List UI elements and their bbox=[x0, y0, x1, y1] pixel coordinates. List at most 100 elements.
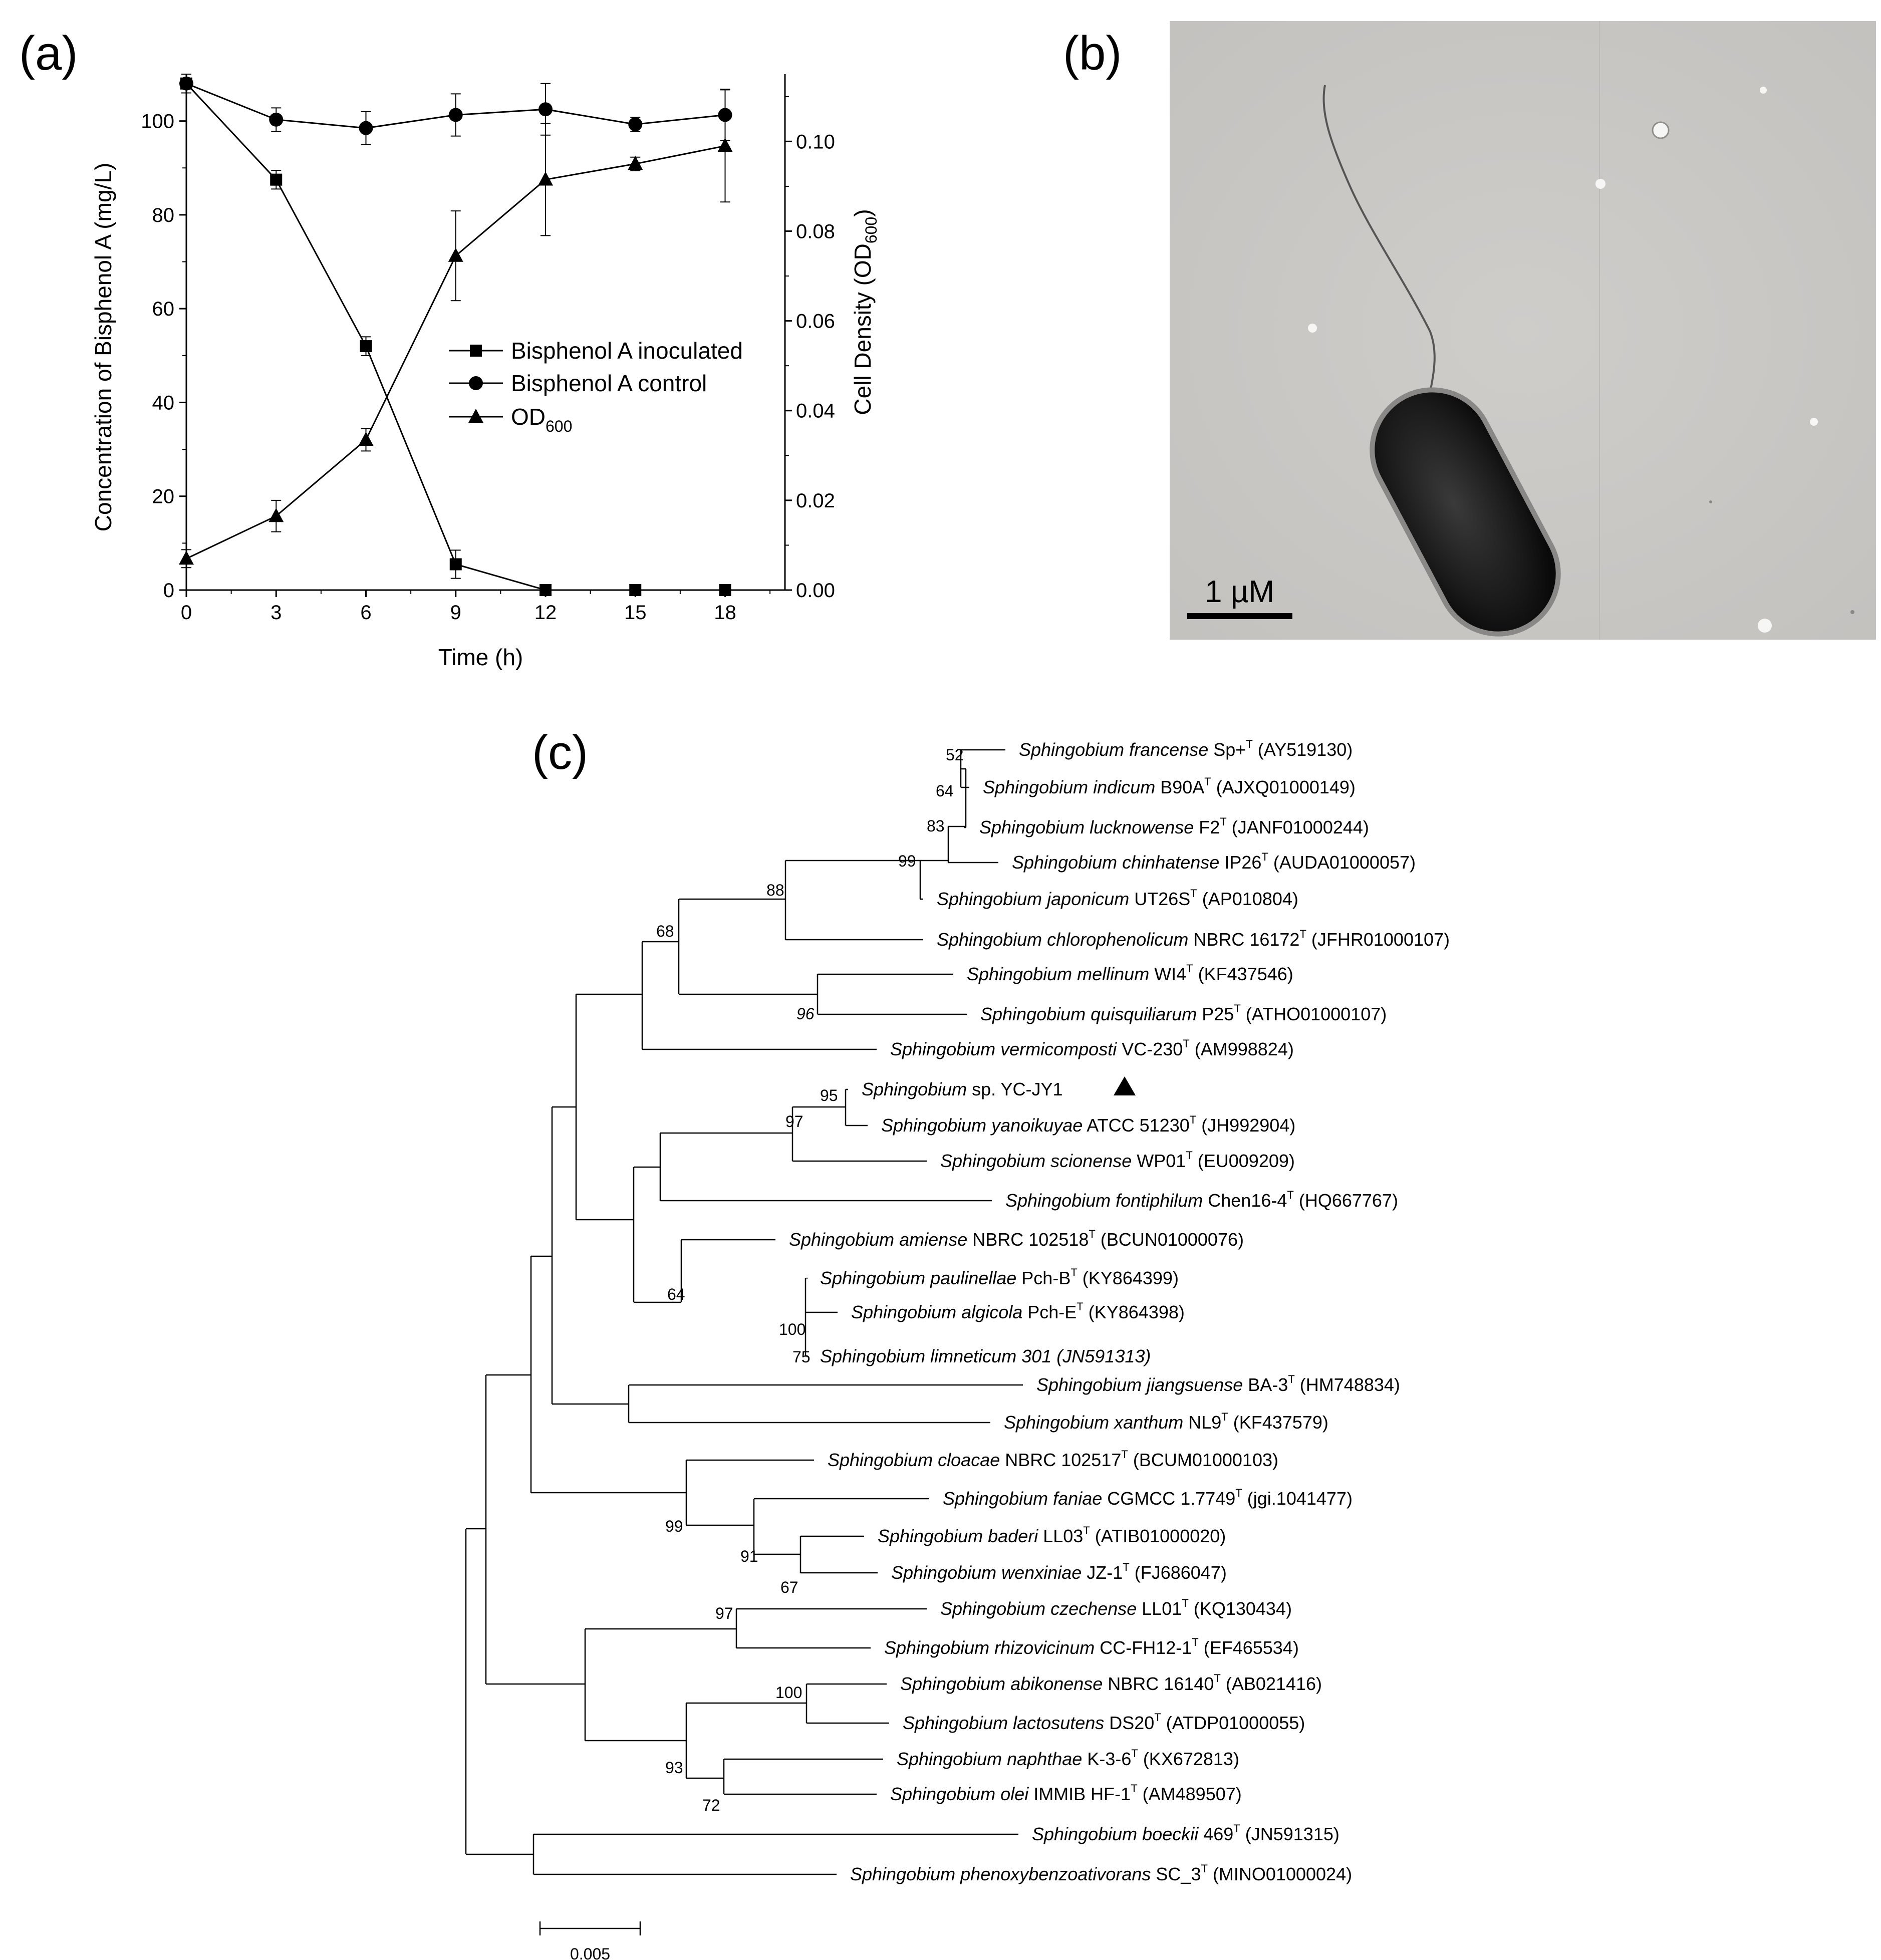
y2-tick-label: 0.02 bbox=[796, 490, 835, 512]
y2-tick-label: 0.06 bbox=[796, 311, 835, 333]
bootstrap-value: 100 bbox=[779, 1320, 805, 1338]
tree-scale-label: 0.005 bbox=[570, 1945, 610, 1960]
taxon-label-indicum: Sphingobium indicum B90AT (AJXQ01000149) bbox=[983, 775, 1356, 797]
tem-micrograph: 1 µM bbox=[1170, 21, 1876, 640]
taxon-label-baderi: Sphingobium baderi LL03T (ATIB01000020) bbox=[878, 1524, 1226, 1546]
taxon-label-japonicum: Sphingobium japonicum UT26ST (AP010804) bbox=[937, 887, 1298, 909]
taxon-label-czechense: Sphingobium czechense LL01T (KQ130434) bbox=[940, 1597, 1292, 1619]
taxon-label-quisquiliarum: Sphingobium quisquiliarum P25T (ATHO0100… bbox=[980, 1002, 1387, 1024]
bootstrap-value: 100 bbox=[775, 1684, 802, 1702]
data-point bbox=[179, 76, 193, 91]
y-tick-label: 80 bbox=[152, 204, 175, 226]
scale-bar bbox=[1187, 613, 1292, 619]
taxon-label-lactosutens: Sphingobium lactosutens DS20T (ATDP01000… bbox=[903, 1711, 1305, 1733]
bootstrap-value: 95 bbox=[820, 1086, 838, 1104]
taxon-label-jiangsuense: Sphingobium jiangsuense BA-3T (HM748834) bbox=[1036, 1373, 1400, 1395]
taxon-label-mellinum: Sphingobium mellinum WI4T (KF437546) bbox=[967, 962, 1293, 984]
data-point bbox=[717, 138, 733, 152]
flagellum bbox=[1322, 85, 1436, 392]
bootstrap-value: 64 bbox=[936, 782, 954, 800]
y-tick-label: 40 bbox=[152, 392, 175, 414]
taxon-label-vermicomposti: Sphingobium vermicomposti VC-230T (AM998… bbox=[890, 1037, 1294, 1059]
bootstrap-value: 75 bbox=[792, 1348, 811, 1366]
y-tick-label: 20 bbox=[152, 486, 175, 508]
x-tick-label: 15 bbox=[624, 602, 647, 624]
taxon-label-francense: Sphingobium francense Sp+T (AY519130) bbox=[1019, 738, 1353, 760]
series-triangle bbox=[179, 89, 733, 569]
panel-label-b: (b) bbox=[1063, 27, 1122, 80]
taxon-label-algicola: Sphingobium algicola Pch-ET (KY864398) bbox=[851, 1300, 1185, 1322]
x-tick-label: 12 bbox=[534, 602, 557, 624]
legend-label: Bisphenol A inoculated bbox=[511, 338, 743, 364]
bootstrap-value: 91 bbox=[740, 1547, 758, 1565]
y-tick-label: 60 bbox=[152, 298, 175, 320]
series-line bbox=[185, 83, 725, 591]
y2-tick-label: 0.04 bbox=[796, 400, 835, 422]
data-point bbox=[449, 558, 462, 571]
query-strain-marker bbox=[1114, 1076, 1136, 1095]
legend-label: OD600 bbox=[511, 404, 572, 435]
taxon-label-boeckii: Sphingobium boeckii 469T (JN591315) bbox=[1032, 1822, 1339, 1844]
x-axis-title: Time (h) bbox=[438, 644, 523, 670]
panel-label-c: (c) bbox=[532, 726, 588, 779]
x-tick-label: 18 bbox=[714, 602, 736, 624]
data-point bbox=[269, 112, 284, 127]
bootstrap-value: 99 bbox=[665, 1517, 683, 1535]
x-tick-label: 9 bbox=[450, 602, 461, 624]
taxon-label-olei: Sphingobium olei IMMIB HF-1T (AM489507) bbox=[890, 1782, 1242, 1804]
bacterium-cell bbox=[1370, 387, 1561, 637]
data-point bbox=[358, 431, 374, 446]
legend-marker bbox=[469, 376, 483, 390]
y-axis-title: Concentration of Bisphenol A (mg/L) bbox=[90, 163, 116, 531]
panel-label-a: (a) bbox=[19, 27, 78, 80]
bootstrap-value: 52 bbox=[946, 746, 964, 764]
legend-label: Bisphenol A control bbox=[511, 370, 707, 396]
x-tick-label: 6 bbox=[360, 602, 371, 624]
taxon-label-fontiphilum: Sphingobium fontiphilum Chen16-4T (HQ667… bbox=[1005, 1189, 1398, 1211]
data-point bbox=[448, 247, 463, 262]
bootstrap-value: 83 bbox=[927, 817, 945, 835]
taxon-label-xanthum: Sphingobium xanthum NL9T (KF437579) bbox=[1004, 1411, 1328, 1433]
legend-marker bbox=[468, 409, 483, 423]
y2-tick-label: 0.08 bbox=[796, 220, 835, 242]
bootstrap-value: 93 bbox=[665, 1759, 683, 1777]
data-point bbox=[628, 156, 643, 170]
taxon-label-naphthae: Sphingobium naphthae K-3-6T (KX672813) bbox=[897, 1747, 1239, 1769]
taxon-label-faniae: Sphingobium faniae CGMCC 1.7749T (jgi.10… bbox=[943, 1487, 1353, 1509]
data-point bbox=[179, 550, 194, 565]
data-point bbox=[538, 171, 553, 186]
scale-bar-label: 1 µM bbox=[1205, 575, 1274, 609]
taxon-label-rhizovicinum: Sphingobium rhizovicinum CC-FH12-1T (EF4… bbox=[884, 1636, 1299, 1658]
series-square bbox=[180, 74, 731, 596]
taxon-label-yanoikuyae: Sphingobium yanoikuyae ATCC 51230T (JH99… bbox=[881, 1113, 1295, 1136]
data-point bbox=[268, 508, 284, 522]
bootstrap-value: 67 bbox=[780, 1578, 798, 1596]
data-point bbox=[359, 121, 373, 135]
bootstrap-value: 88 bbox=[766, 881, 784, 899]
data-point bbox=[448, 108, 463, 122]
taxon-label-ycjy1: Sphingobium sp. YC-JY1 bbox=[862, 1079, 1063, 1099]
bootstrap-value: 97 bbox=[785, 1112, 803, 1131]
data-point bbox=[360, 340, 372, 353]
data-point bbox=[270, 173, 283, 186]
y2-tick-label: 0.00 bbox=[796, 580, 835, 602]
series-circle bbox=[179, 74, 732, 145]
y-tick-label: 0 bbox=[163, 580, 174, 602]
data-point bbox=[628, 117, 643, 132]
data-point bbox=[540, 584, 552, 596]
bootstrap-value: 99 bbox=[898, 852, 916, 870]
taxon-label-abikonense: Sphingobium abikonense NBRC 16140T (AB02… bbox=[900, 1672, 1322, 1694]
bootstrap-value: 96 bbox=[796, 1005, 815, 1023]
x-tick-label: 3 bbox=[271, 602, 282, 624]
taxon-label-scionense: Sphingobium scionense WP01T (EU009209) bbox=[940, 1149, 1295, 1171]
bootstrap-value: 64 bbox=[667, 1285, 685, 1303]
bootstrap-value: 68 bbox=[656, 922, 674, 940]
legend-marker bbox=[470, 345, 482, 357]
taxon-label-amiense: Sphingobium amiense NBRC 102518T (BCUN01… bbox=[789, 1228, 1244, 1250]
y2-axis-title: Cell Density (OD600) bbox=[850, 209, 880, 415]
taxon-label-chlorophenolicum: Sphingobium chlorophenolicum NBRC 16172T… bbox=[937, 928, 1450, 950]
taxon-label-lucknowense: Sphingobium lucknowense F2T (JANF0100024… bbox=[979, 815, 1369, 837]
y2-tick-label: 0.10 bbox=[796, 131, 835, 153]
taxon-label-limneticum: Sphingobium limneticum 301 (JN591313) bbox=[820, 1346, 1151, 1366]
